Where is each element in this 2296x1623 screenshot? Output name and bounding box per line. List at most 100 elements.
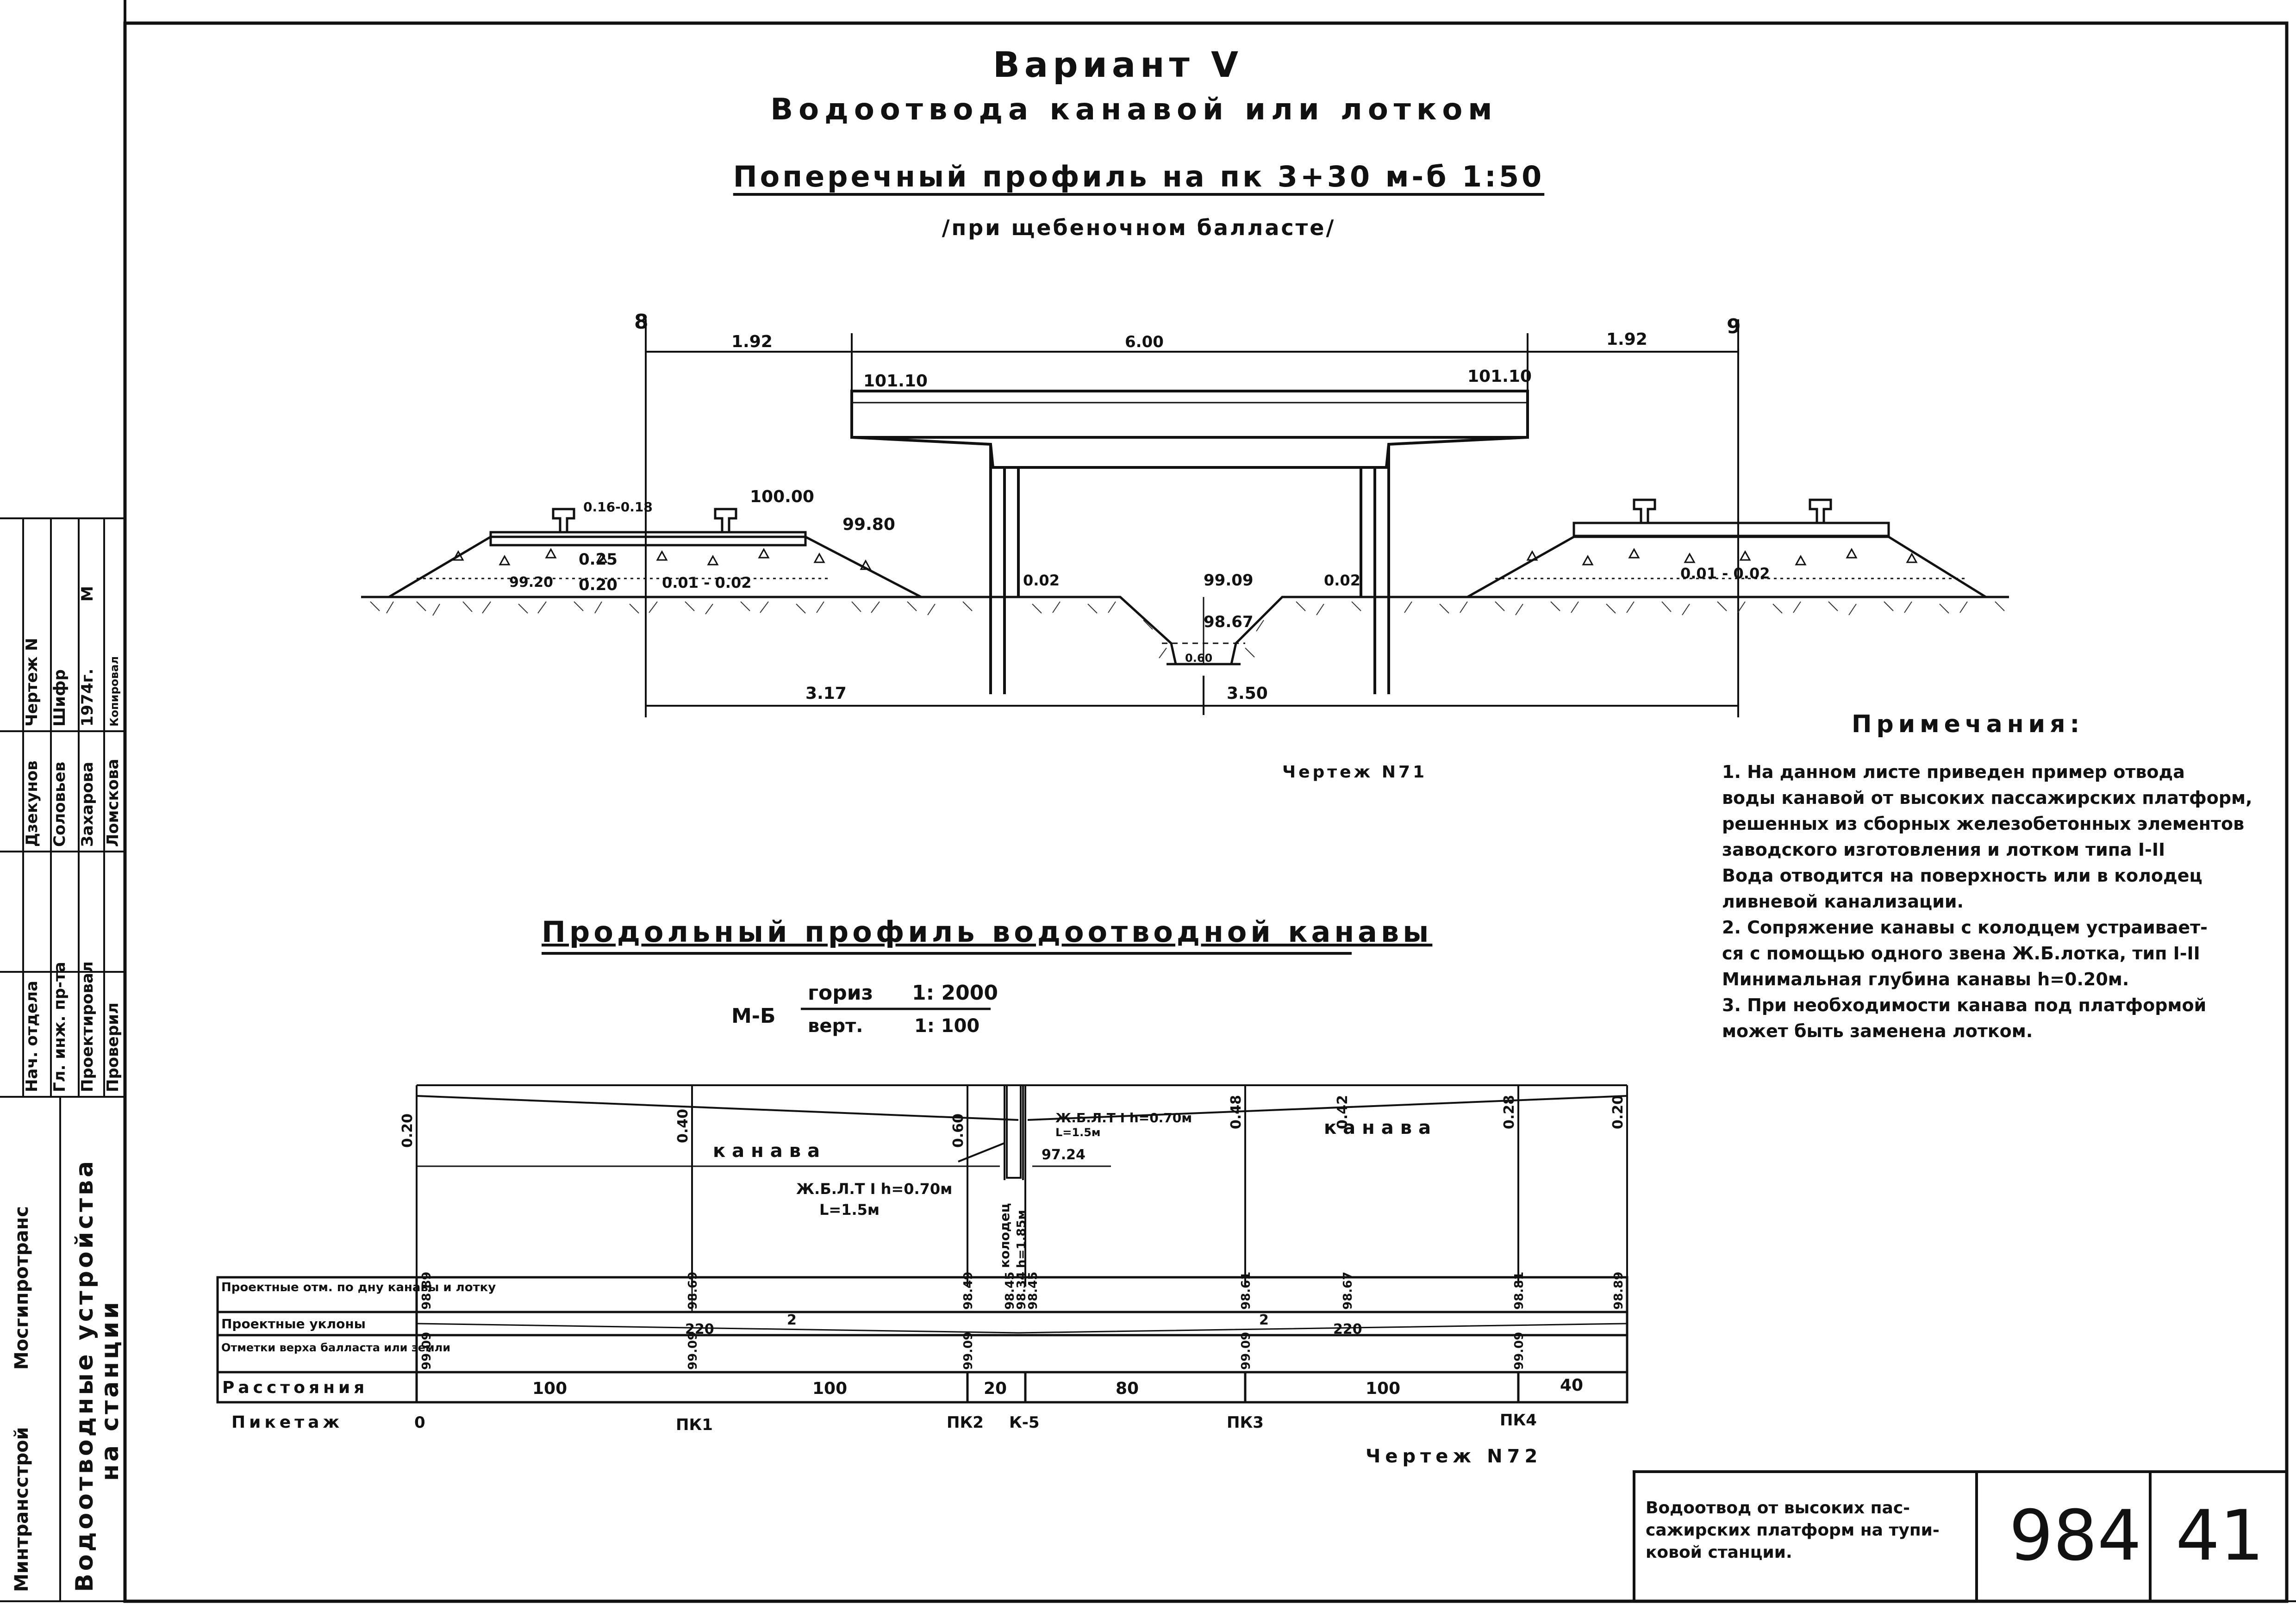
scale-v-label: верт.	[808, 1015, 863, 1037]
notes-block: 1. На данном листе приведен пример отвод…	[1722, 759, 2268, 1044]
title-block	[1633, 1470, 2288, 1603]
elev-9909: 99.09	[1204, 571, 1254, 590]
distance-4: 100	[1366, 1379, 1400, 1398]
dim-bottom-right: 3.50	[1227, 684, 1268, 703]
design-mark-0: 98.89	[420, 1272, 434, 1310]
cross-section: 8 9 1.92 6.00 1.92 101.10 101.10 100.00 …	[361, 310, 2009, 782]
distance-0: 100	[532, 1379, 567, 1398]
elev-rail: 100.00	[750, 487, 814, 506]
stamp-name-3: Ломскова	[104, 759, 122, 847]
depth-4: 0.42	[1335, 1095, 1351, 1129]
tray-label-left: Ж.Б.Л.Т I h=0.70м	[796, 1180, 952, 1198]
slope-002-left: 0.02	[1023, 572, 1060, 589]
stamp-role-1: Гл. инж. пр-та	[50, 962, 69, 1092]
ballast-mark-1: 99.09	[686, 1332, 700, 1370]
stamp-ministry: Минтрансстрой	[11, 1427, 32, 1592]
slope-value-1: 220	[685, 1321, 714, 1337]
tray-label-right-len: L=1.5м	[1055, 1126, 1101, 1139]
slope-left: 0.01 - 0.02	[662, 574, 751, 591]
stamp-role-3: Проверил	[104, 1002, 122, 1092]
picket-3: К-5	[1009, 1413, 1040, 1432]
design-mark-5: 98.45	[1026, 1272, 1040, 1310]
stamp-field-0: Чертеж N	[23, 638, 41, 727]
sheet-number: 41	[2176, 1496, 2264, 1576]
note-line: 3. При необходимости канава под платформ…	[1722, 995, 2207, 1015]
slope-value-0: 2	[787, 1312, 797, 1328]
dim-020: 0.20	[579, 576, 618, 594]
dim-016-018: 0.16-0.18	[583, 499, 653, 515]
title-block-line-1: сажирских платформ на тупи-	[1646, 1521, 1940, 1540]
title-text: Вариант V	[993, 44, 1243, 85]
scale-v-value: 1: 100	[914, 1015, 980, 1037]
elev-9724: 97.24	[1042, 1147, 1086, 1163]
note-line: заводского изготовления и лотком типа I-…	[1722, 839, 2165, 860]
slope-right: 0.01 - 0.02	[1680, 565, 1770, 582]
axis-left-label: 8	[634, 310, 649, 334]
slope-value-2: 2	[1259, 1312, 1269, 1328]
design-mark-8: 98.81	[1512, 1272, 1526, 1310]
dim-bottom-left: 3.17	[805, 684, 847, 703]
note-line: ся с помощью одного звена Ж.Б.лотка, тип…	[1722, 943, 2200, 964]
note-line: может быть заменена лотком.	[1722, 1021, 2033, 1041]
note-line: воды канавой от высоких пассажирских пла…	[1722, 788, 2252, 808]
ballast-mark-2: 99.09	[961, 1332, 975, 1370]
row-label-ballast: Отметки верха балласта или земли	[221, 1341, 450, 1354]
tray-label-left-len: L=1.5м	[819, 1201, 880, 1219]
cross-section-note: /при щебеночном балласте/	[0, 215, 2296, 240]
row-label-design: Проектные отм. по дну канавы и лотку	[221, 1281, 496, 1294]
subtitle-text: Водоотвода канавой или лотком	[770, 93, 1498, 127]
design-mark-9: 98.89	[1612, 1272, 1626, 1310]
picket-1: ПК1	[676, 1416, 713, 1434]
stamp-field-m: М	[78, 586, 97, 602]
dim-mid: 6.00	[1125, 333, 1164, 351]
dim-025: 0.25	[579, 550, 618, 569]
row-label-design-text: Проектные отм. по дну канавы и лотку	[221, 1281, 496, 1294]
row-label-pickets: Пикетаж	[231, 1413, 343, 1432]
picket-0: 0	[414, 1413, 425, 1432]
design-mark-1: 98.69	[686, 1272, 700, 1310]
note-line: 2. Сопряжение канавы с колодцем устраива…	[1722, 917, 2208, 938]
cross-section-title-text: Поперечный профиль на пк 3+30 м-б 1:50	[733, 160, 1545, 193]
depth-2: 0.60	[950, 1113, 967, 1148]
dim-left: 1.92	[731, 332, 773, 351]
album-number: 984	[2009, 1496, 2141, 1576]
stamp-field-3: Копировал	[108, 656, 121, 727]
note-line: Минимальная глубина канавы h=0.20м.	[1722, 969, 2129, 989]
stamp-work-title-2: на станции	[96, 1299, 124, 1481]
design-mark-2: 98.49	[961, 1272, 975, 1310]
scale-h-label: гориз	[808, 981, 873, 1005]
ballast-mark-0: 99.09	[420, 1332, 434, 1370]
dim-right: 1.92	[1606, 330, 1647, 349]
picket-2: ПК2	[947, 1413, 984, 1432]
design-mark-7: 98.67	[1341, 1272, 1355, 1310]
elev-9867: 98.67	[1204, 613, 1254, 631]
row-label-slopes: Проектные уклоны	[221, 1316, 366, 1331]
note-line: 1. На данном листе приведен пример отвод…	[1722, 762, 2185, 782]
notes-title: Примечания:	[1852, 710, 2084, 738]
ditch-width: 0.60	[1185, 652, 1212, 665]
stamp-role-2: Проектировал	[78, 961, 97, 1092]
cross-section-title: Поперечный профиль на пк 3+30 м-б 1:50	[0, 160, 2296, 193]
stamp-name-1: Соловьев	[50, 762, 69, 847]
elev-platform-left: 101.10	[863, 372, 928, 391]
elev-9920: 99.20	[509, 574, 553, 591]
scale-h-value: 1: 2000	[912, 981, 998, 1005]
design-mark-3: 98.45	[1003, 1272, 1017, 1310]
side-stamp: Нач. отдела Гл. инж. пр-та Проектировал …	[0, 517, 125, 1601]
stamp-name-2: Захарова	[78, 762, 97, 847]
depth-5: 0.28	[1501, 1095, 1517, 1129]
note-line: ливневой канализации.	[1722, 891, 1964, 912]
elev-platform-right: 101.10	[1467, 367, 1532, 386]
stamp-role-0: Нач. отдела	[23, 981, 41, 1092]
depth-0: 0.20	[399, 1113, 416, 1148]
ballast-mark-3: 99.09	[1239, 1332, 1253, 1370]
stamp-field-2: 1974г.	[78, 669, 97, 727]
depth-6: 0.20	[1610, 1095, 1626, 1129]
long-profile-title: Продольный профиль водоотводной канавы	[542, 915, 1432, 949]
drawing-no-72: Чертеж N72	[1366, 1446, 1542, 1467]
design-mark-4: 98.34	[1015, 1272, 1029, 1310]
depth-3: 0.48	[1228, 1095, 1244, 1129]
slope-value-3: 220	[1333, 1321, 1362, 1337]
note-line: решенных из сборных железобетонных элеме…	[1722, 814, 2245, 834]
